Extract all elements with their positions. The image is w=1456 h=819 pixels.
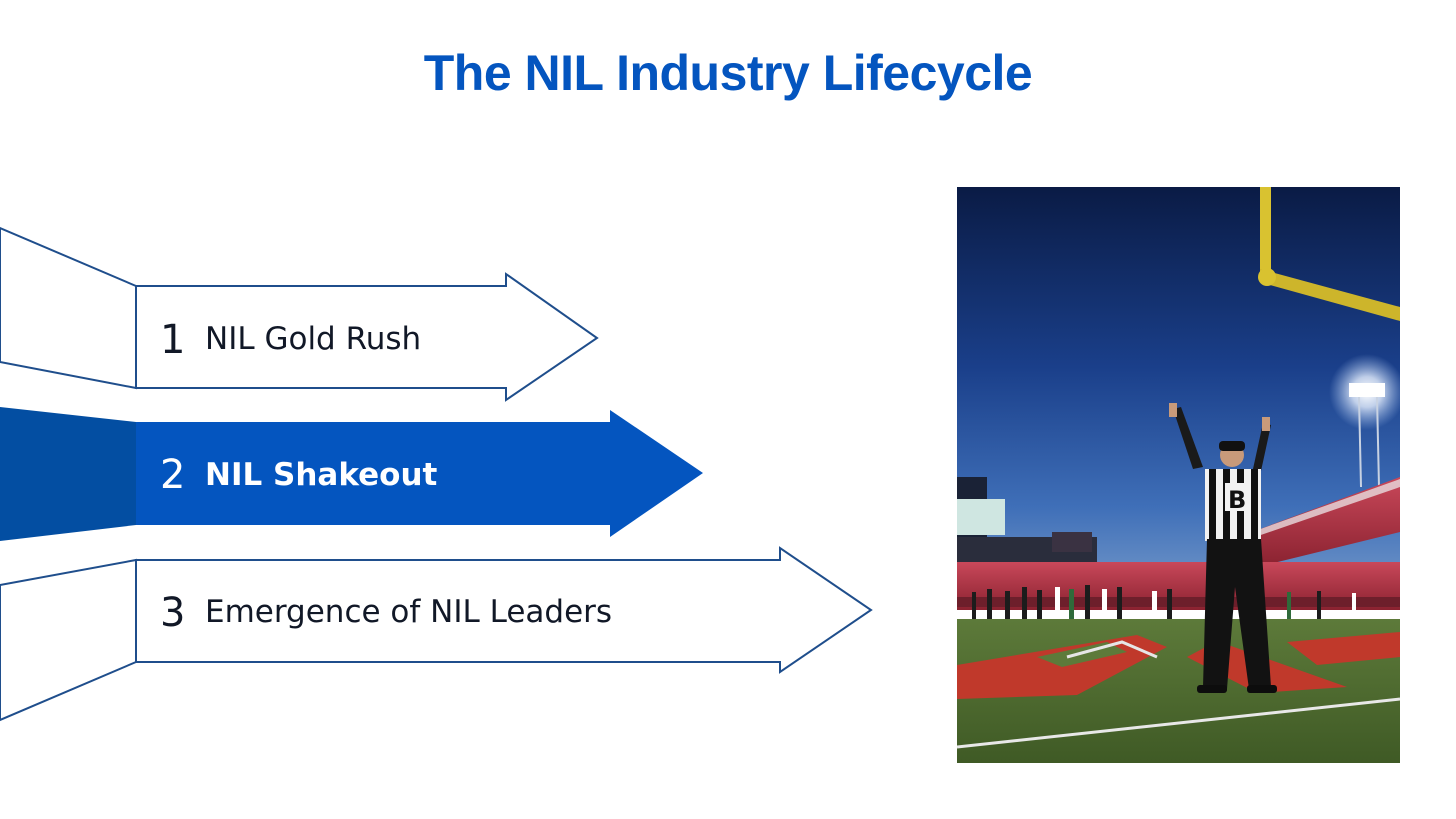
step-2-arrow	[136, 410, 703, 537]
lifecycle-diagram: 1 NIL Gold Rush 2 NIL Shakeout 3 Emergen…	[0, 226, 873, 722]
step-2-number: 2	[160, 452, 185, 498]
stadium-referee-photo: B	[957, 187, 1400, 763]
step-3-arrow	[135, 546, 873, 674]
referee-jersey-letter: B	[1228, 486, 1246, 514]
referee: B	[1169, 403, 1277, 693]
stadium-light-icon	[1329, 354, 1400, 488]
players	[972, 585, 1356, 623]
goal-post-icon	[1258, 187, 1400, 321]
step-1-label: NIL Gold Rush	[205, 321, 421, 357]
step-3-number: 3	[160, 590, 185, 636]
step-3-label: Emergence of NIL Leaders	[205, 594, 612, 630]
step-3-funnel-tail	[0, 558, 137, 722]
step-2-label: NIL Shakeout	[205, 457, 438, 493]
step-1-funnel-tail	[0, 226, 137, 390]
lifecycle-step-1: 1 NIL Gold Rush	[0, 226, 599, 402]
yard-line	[957, 697, 1400, 749]
page-title: The NIL Industry Lifecycle	[423, 45, 1033, 101]
step-1-arrow	[135, 272, 599, 402]
step-1-number: 1	[160, 317, 185, 363]
lifecycle-step-3: 3 Emergence of NIL Leaders	[0, 546, 873, 722]
lifecycle-step-2: 2 NIL Shakeout	[0, 407, 703, 541]
step-2-funnel-tail	[0, 407, 136, 541]
